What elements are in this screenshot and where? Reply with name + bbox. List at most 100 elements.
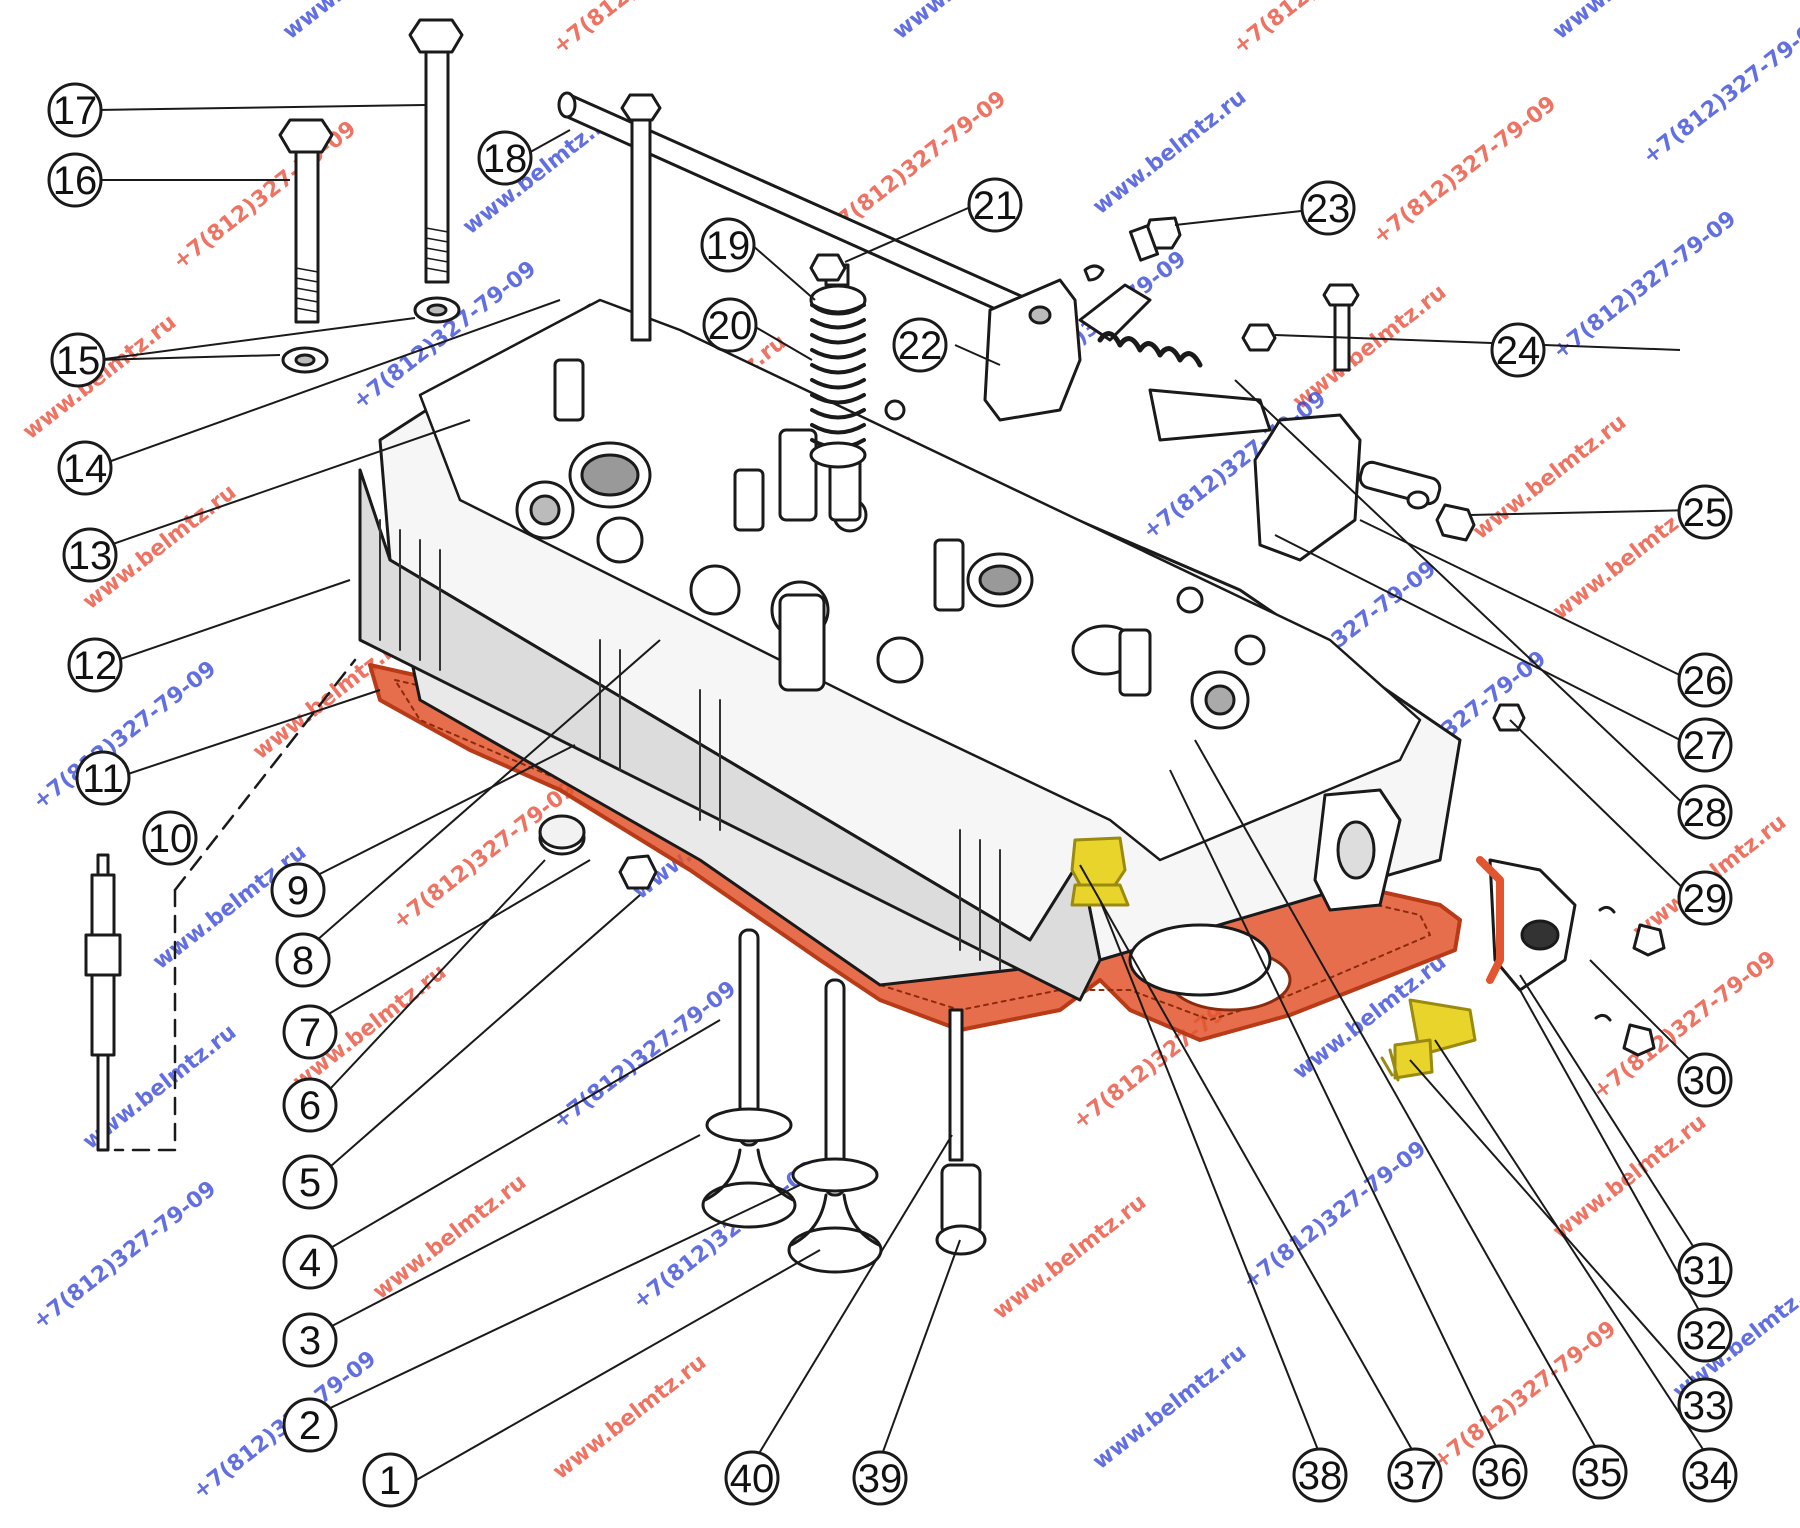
callout-number: 2 (299, 1404, 321, 1448)
callout-8: 8 (275, 932, 331, 988)
watermark-phone: +7(812)327-79-09 (28, 1176, 221, 1334)
nut-29 (1492, 703, 1526, 732)
callout-number: 20 (708, 304, 753, 348)
callout-20: 20 (702, 297, 758, 353)
watermark-phone: +7(812)327-79-09 (388, 776, 581, 934)
callout-5: 5 (282, 1154, 338, 1210)
callout-number: 28 (1683, 791, 1728, 835)
callout-15: 15 (50, 332, 106, 388)
callout-circle (282, 1004, 338, 1060)
callout-30: 30 (1677, 1052, 1733, 1108)
rocker-stud (620, 93, 662, 342)
water-outlet-housing (1476, 856, 1666, 1057)
callout-circle (282, 1154, 338, 1210)
callout-38: 38 (1292, 1447, 1348, 1503)
callout-number: 12 (73, 644, 118, 688)
watermark-phone: +7(812)327-79-09 (1368, 91, 1561, 249)
callout-31: 31 (1677, 1242, 1733, 1298)
watermark-site: www.belmtz.ru (1088, 85, 1251, 220)
callout-number: 17 (53, 89, 98, 133)
callout-circle (1490, 322, 1546, 378)
callout-number: 32 (1683, 1314, 1728, 1358)
callout-22: 22 (892, 317, 948, 373)
callout-11: 11 (75, 750, 131, 806)
callout-circle (477, 130, 533, 186)
callout-1: 1 (362, 1452, 418, 1508)
plug-nut (618, 854, 658, 890)
callout-number: 5 (299, 1161, 321, 1205)
leader-lines (96, 104, 1711, 1496)
callout-number: 23 (1306, 187, 1351, 231)
washer-15-b (413, 296, 461, 324)
callout-29: 29 (1677, 870, 1733, 926)
watermark-site: www.belmtz.ru (368, 1170, 531, 1305)
callout-circle (57, 440, 113, 496)
callout-number: 3 (299, 1319, 321, 1363)
callout-circle (1677, 870, 1733, 926)
callout-18: 18 (477, 130, 533, 186)
valve-seat-insert (935, 1163, 987, 1256)
watermark-site: www.belmtz.ru (1468, 410, 1631, 545)
callout-number: 6 (299, 1084, 321, 1128)
callout-21: 21 (967, 177, 1023, 233)
callout-27: 27 (1677, 717, 1733, 773)
callout-26: 26 (1677, 652, 1733, 708)
callout-number: 1 (379, 1459, 401, 1503)
pushrod (948, 1008, 964, 1162)
callout-circle (1682, 1447, 1738, 1503)
callout-number: 21 (973, 184, 1018, 228)
nut-24 (1241, 323, 1277, 352)
callout-circle (1292, 1447, 1348, 1503)
callout-number: 4 (299, 1241, 321, 1285)
callout-circle (282, 1077, 338, 1133)
callout-32: 32 (1677, 1307, 1733, 1363)
nut-21 (809, 253, 847, 282)
bolt-16 (278, 118, 334, 324)
watermark-phone: +7(812)327-79-09 (168, 116, 361, 274)
callout-circle (1677, 1377, 1733, 1433)
watermark-phone: +7(812)327-79-09 (548, 0, 741, 60)
callout-circle (1472, 1444, 1528, 1500)
watermark-phone: +7(812)327-79-09 (1228, 0, 1421, 60)
callout-34: 34 (1682, 1447, 1738, 1503)
callout-number: 11 (82, 757, 124, 801)
callout-number: 14 (63, 447, 108, 491)
rocker-bracket (983, 278, 1082, 422)
callout-10: 10 (142, 810, 198, 866)
callout-number: 29 (1683, 877, 1728, 921)
cylinder-head-block (358, 298, 1462, 1002)
callout-circle (852, 1450, 908, 1506)
callout-number: 38 (1298, 1454, 1343, 1498)
callout-23: 23 (1300, 180, 1356, 236)
callout-9: 9 (270, 862, 326, 918)
callout-number: 19 (706, 224, 751, 268)
callout-28: 28 (1677, 784, 1733, 840)
callout-number: 22 (898, 324, 943, 368)
callout-number: 8 (292, 939, 314, 983)
check-ball (884, 399, 906, 421)
callout-number: 36 (1478, 1451, 1523, 1495)
callout-6: 6 (282, 1077, 338, 1133)
callout-circle (47, 82, 103, 138)
callout-circle (1677, 1242, 1733, 1298)
watermark-phone: +7(812)327-79-09 (1238, 1136, 1431, 1294)
callout-circle (1677, 784, 1733, 840)
callout-circle (282, 1397, 338, 1453)
callout-number: 10 (148, 817, 193, 861)
callout-17: 17 (47, 82, 103, 138)
callout-circle (362, 1452, 418, 1508)
callout-number: 18 (483, 137, 528, 181)
callout-number: 7 (299, 1011, 321, 1055)
callout-35: 35 (1572, 1444, 1628, 1500)
rocker-support-right (1253, 283, 1476, 562)
callout-number: 39 (858, 1457, 903, 1501)
callout-circle (50, 332, 106, 388)
callout-number: 30 (1683, 1059, 1728, 1103)
callout-25: 25 (1677, 484, 1733, 540)
callout-number: 35 (1578, 1451, 1623, 1495)
callout-2: 2 (282, 1397, 338, 1453)
expansion-plug (538, 814, 586, 856)
callout-number: 26 (1683, 659, 1728, 703)
watermark-site: www.belmtz.ru (1548, 0, 1711, 45)
